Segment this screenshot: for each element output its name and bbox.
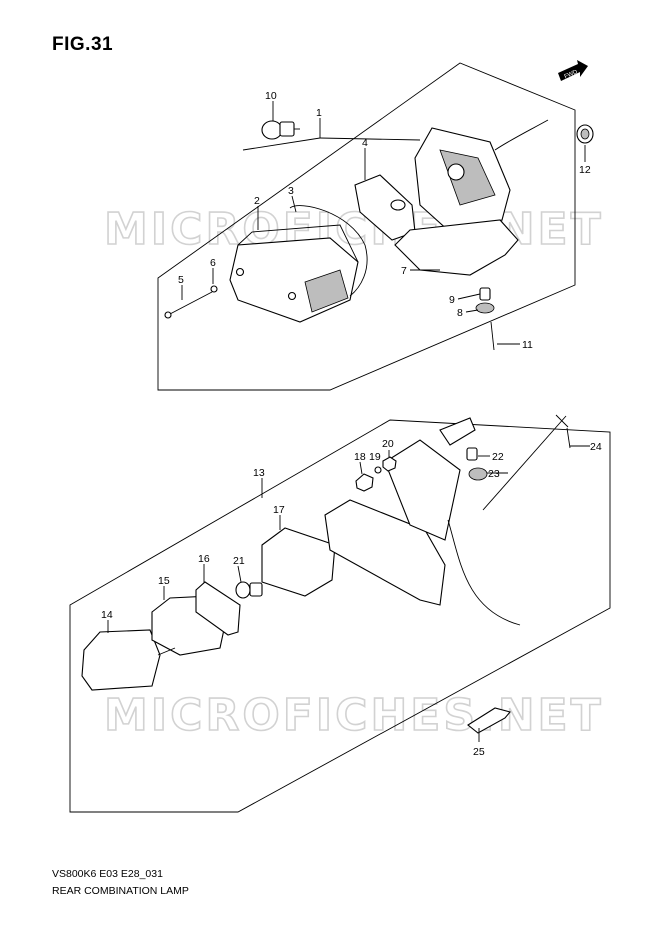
- base-plate-7: [394, 219, 519, 276]
- gasket-16: [195, 581, 241, 636]
- callout-3: 3: [288, 185, 294, 197]
- license-bracket: [324, 417, 521, 626]
- callout-16: 16: [198, 553, 210, 565]
- figure-title: FIG.31: [52, 34, 114, 55]
- callout-19: 19: [369, 451, 381, 463]
- callout-25: 25: [473, 746, 485, 758]
- callout-20: 20: [382, 438, 394, 450]
- callout-21: 21: [233, 555, 245, 567]
- callout-8: 8: [457, 307, 463, 319]
- callout-1: 1: [316, 107, 322, 119]
- bolt-11: [490, 321, 495, 351]
- grommet-23: [468, 467, 488, 481]
- callout-15: 15: [158, 575, 170, 587]
- leader-lines: [107, 101, 590, 742]
- screw-5: [164, 291, 213, 319]
- upper-assembly-frame: [157, 62, 576, 391]
- nut-20: [382, 456, 397, 472]
- callout-12: 12: [579, 164, 591, 176]
- grommet-12: [576, 124, 594, 144]
- callout-13: 13: [253, 467, 265, 479]
- callout-4: 4: [362, 137, 368, 149]
- grommet-8: [475, 302, 495, 314]
- watermark-lower: MICROFICHES.NET: [104, 690, 604, 741]
- callout-17: 17: [273, 504, 285, 516]
- washer-19: [374, 466, 382, 474]
- bulb-21: [235, 581, 263, 599]
- figure-caption: REAR COMBINATION LAMP: [52, 885, 189, 897]
- lamp-housing: [414, 119, 549, 233]
- callout-11: 11: [522, 339, 533, 351]
- callout-10: 10: [265, 90, 277, 102]
- callout-24: 24: [590, 441, 602, 453]
- fwd-label: FWD: [564, 69, 580, 80]
- lens-14: [81, 629, 161, 691]
- callout-22: 22: [492, 451, 504, 463]
- screw-15: [157, 647, 176, 656]
- collar-22: [466, 447, 478, 461]
- model-code: VS800K6 E03 E28_031: [52, 868, 163, 880]
- callout-18: 18: [354, 451, 366, 463]
- watermark-upper: MICROFICHES.NET: [104, 204, 604, 255]
- clamp-25: [467, 707, 511, 734]
- bulb-10: [261, 120, 300, 140]
- callout-2: 2: [254, 195, 260, 207]
- tail-lens-2: [229, 224, 359, 323]
- callout-14: 14: [101, 609, 113, 621]
- callout-23: 23: [488, 468, 500, 480]
- callout-9: 9: [449, 294, 455, 306]
- gasket-3: [289, 205, 368, 297]
- callout-5: 5: [178, 274, 184, 286]
- callout-7: 7: [401, 265, 407, 277]
- figure-footer: VS800K6 E03 E28_031 REAR COMBINATION LAM…: [52, 866, 189, 900]
- collar-9: [479, 287, 491, 301]
- fwd-arrow-icon: FWD: [558, 60, 588, 81]
- nut-18: [355, 473, 374, 492]
- washer-6: [210, 285, 218, 293]
- socket-17: [261, 527, 336, 597]
- callout-6: 6: [210, 257, 216, 269]
- lower-assembly-frame: [69, 419, 611, 813]
- bolt-24: [566, 427, 571, 449]
